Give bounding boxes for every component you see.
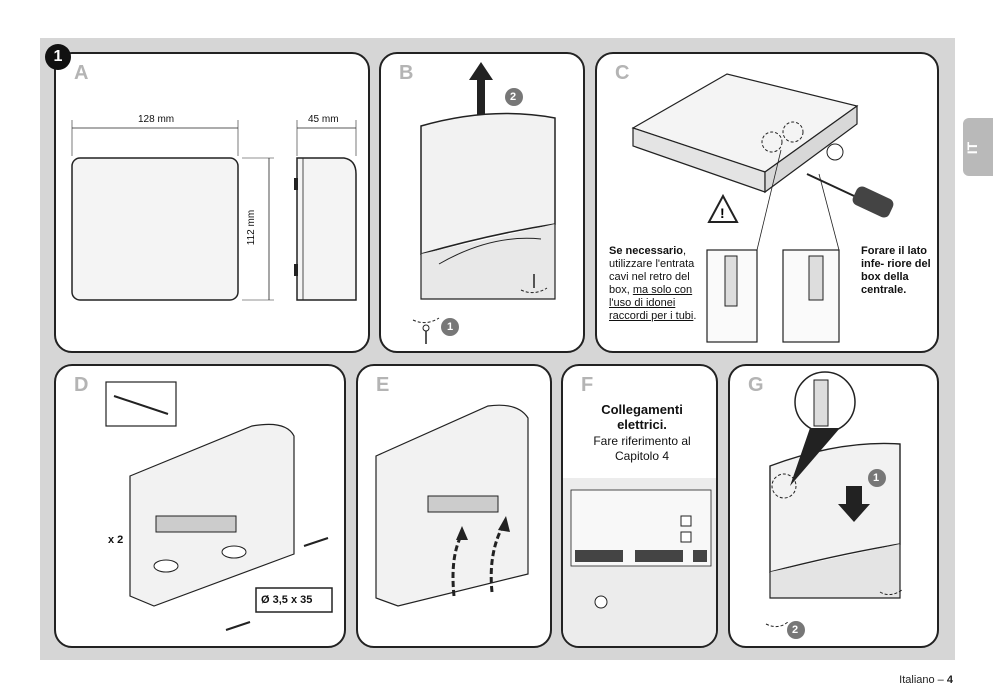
panel-label: G bbox=[748, 374, 764, 396]
step-1-number: 1 bbox=[873, 472, 880, 484]
note-underline: ma solo con l'uso di idonei raccordi per… bbox=[609, 284, 694, 322]
panel-a: A 128 mm 45 mm 112 mm bbox=[54, 52, 370, 353]
screw-size-label: Ø 3,5 x 35 bbox=[261, 594, 313, 606]
panel-label: F bbox=[581, 374, 594, 396]
chapter-reference: Fare riferimento al Capitolo 4 bbox=[593, 434, 691, 463]
panel-label: D bbox=[74, 374, 89, 396]
footer-language: Italiano – bbox=[899, 674, 944, 686]
wall-mounting-drawing bbox=[105, 381, 333, 631]
page-footer: Italiano – 4 bbox=[899, 674, 953, 686]
panel-d: D x 2 Ø 3,5 x 35 bbox=[54, 364, 346, 648]
figure-number-badge: 1 bbox=[45, 44, 71, 70]
step-1-number: 1 bbox=[447, 321, 454, 333]
note-text: , utilizzare l'entrata cavi nel retro de… bbox=[609, 245, 695, 296]
width-dimension: 128 mm bbox=[138, 114, 175, 125]
connections-title: Collegamenti elettrici. bbox=[601, 402, 683, 432]
quantity-label: x 2 bbox=[108, 534, 124, 546]
drill-bottom-note: Forare il lato infe- riore del box della… bbox=[861, 245, 931, 296]
cover-removal-drawing bbox=[412, 62, 556, 344]
note-bold: Se necessario bbox=[609, 245, 683, 257]
panel-label: C bbox=[615, 62, 630, 84]
svg-text:!: ! bbox=[720, 205, 725, 221]
depth-dimension: 45 mm bbox=[308, 114, 339, 125]
panel-label: A bbox=[74, 62, 89, 84]
panel-b: B 2 1 bbox=[379, 52, 585, 353]
height-dimension: 112 mm bbox=[246, 209, 258, 246]
rear-cable-entry-drawing: ! bbox=[631, 73, 894, 343]
page-number: 4 bbox=[946, 674, 953, 686]
note-end: . bbox=[693, 310, 697, 322]
language-tab-label: IT bbox=[964, 141, 981, 155]
cable-routing-drawing bbox=[375, 404, 529, 607]
wiring-diagram bbox=[563, 478, 716, 646]
panel-label: E bbox=[376, 374, 390, 396]
panel-label: B bbox=[399, 62, 414, 84]
step-2-number: 2 bbox=[510, 91, 517, 103]
panel-e: E bbox=[356, 364, 552, 648]
rear-entry-note: Se necessario, utilizzare l'entrata cavi… bbox=[609, 245, 701, 323]
panel-g: G 1 2 bbox=[728, 364, 939, 648]
cover-closing-drawing bbox=[765, 371, 903, 639]
step-2-number: 2 bbox=[792, 624, 799, 636]
panel-f: F Collegamenti elettrici. Fare riferimen… bbox=[561, 364, 718, 648]
enclosure-dimensions-drawing bbox=[71, 120, 357, 301]
language-side-tab: IT bbox=[963, 118, 993, 176]
panel-c: C ! Se necessario, utilizzare l'entrata … bbox=[595, 52, 939, 353]
